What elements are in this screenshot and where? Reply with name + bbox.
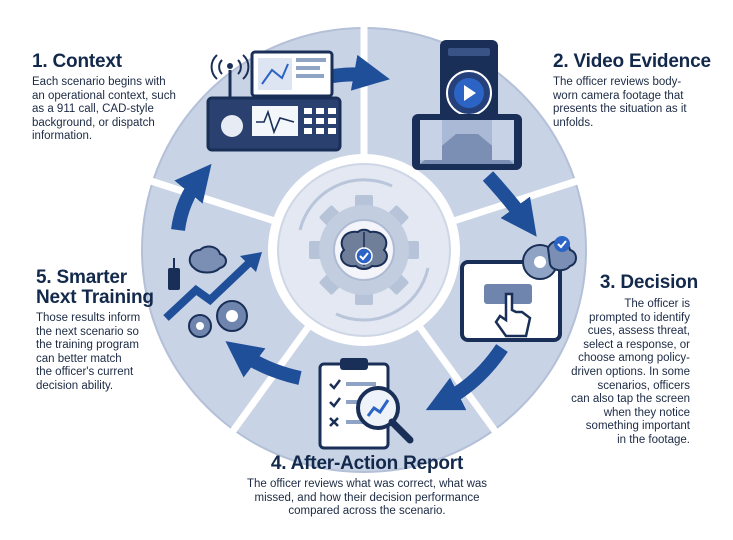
step-4-title: 4. After-Action Report [270, 453, 464, 474]
arrow-next-to-context [171, 163, 212, 232]
tablet-tap-icon [460, 236, 577, 342]
step-5-title: 5. Smarter Next Training [36, 267, 154, 308]
step-1-description: Each scenario begins with an operational… [32, 76, 176, 143]
step-1-title: 1. Context [32, 51, 122, 72]
arrow-report-to-next [225, 341, 302, 385]
arrow-decision-to-report [425, 344, 508, 411]
step-2-title: 2. Video Evidence [553, 51, 711, 72]
growth-chart-icon [163, 245, 262, 338]
step-5-description: Those results inform the next scenario s… [36, 312, 141, 392]
clipboard-report-icon [318, 358, 414, 450]
body-camera-icon [412, 40, 522, 170]
brain-gear-icon [298, 178, 430, 322]
step-3-title: 3. Decision [599, 272, 698, 293]
arrow-video-to-decision [482, 171, 537, 237]
dispatch-radio-icon [206, 50, 342, 152]
cycle-arrows [171, 54, 537, 411]
step-4-description: The officer reviews what was correct, wh… [246, 478, 488, 518]
step-3-description: The officer is prompted to identify cues… [571, 298, 690, 446]
step-2-description: The officer reviews body- worn camera fo… [553, 76, 687, 129]
